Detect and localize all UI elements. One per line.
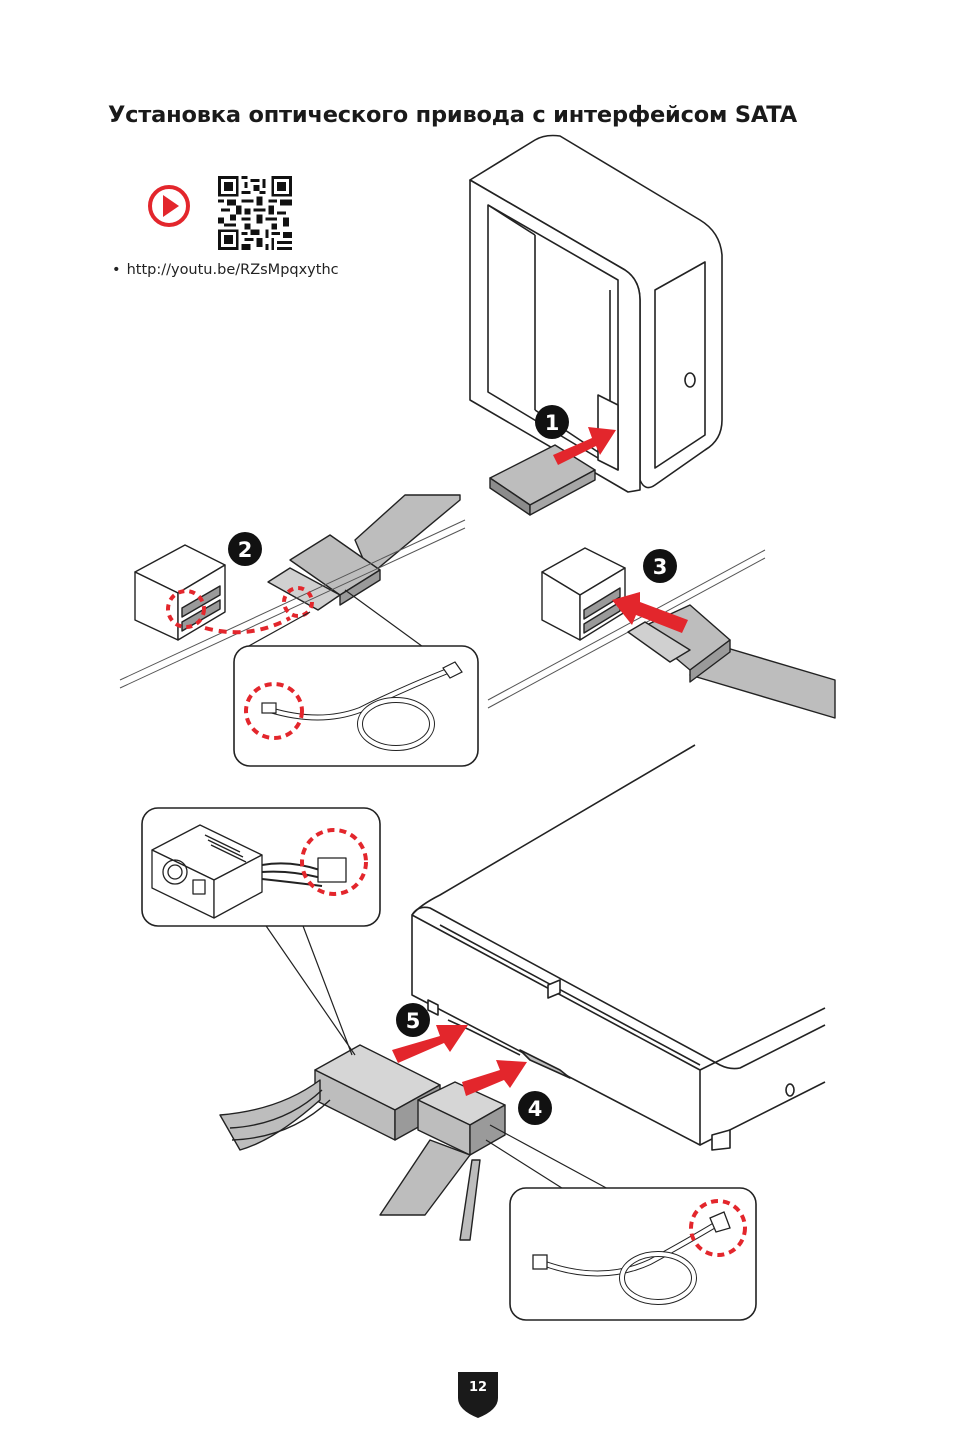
step-number-4: 4 xyxy=(528,1097,543,1121)
optical-drive xyxy=(489,444,596,516)
optical-drive-large xyxy=(411,744,830,1151)
rail-2 xyxy=(119,519,466,689)
highlight-2b xyxy=(282,586,314,618)
highlight-2a xyxy=(166,589,206,629)
sata-port-block-3 xyxy=(541,547,626,641)
sata-port-block-2 xyxy=(134,544,226,641)
psu-unit xyxy=(151,824,347,919)
highlight-4 xyxy=(689,1199,747,1257)
play-icon[interactable] xyxy=(146,183,192,229)
cable-loop-2 xyxy=(261,661,463,751)
video-url: http://youtu.be/RZsMpqxythc xyxy=(126,262,339,278)
step-number-5: 5 xyxy=(406,1009,421,1033)
dash-path-2 xyxy=(204,616,291,635)
step-badge-2 xyxy=(228,532,262,566)
step-number-2: 2 xyxy=(238,538,253,562)
cable-loop-4 xyxy=(532,1211,731,1305)
callout-cable-2 xyxy=(233,645,479,767)
step-badge-3 xyxy=(643,549,677,583)
qr-code xyxy=(218,176,292,250)
video-link[interactable]: • http://youtu.be/RZsMpqxythc xyxy=(112,262,339,278)
step-badges: 1 2 3 4 5 xyxy=(228,405,677,1125)
sata-power-connector xyxy=(379,1081,506,1241)
pc-case xyxy=(469,134,723,493)
page-title: Установка оптического привода с интерфей… xyxy=(108,102,797,128)
arrow-3 xyxy=(612,592,688,633)
arrow-5 xyxy=(392,1025,468,1063)
step-number-3: 3 xyxy=(653,555,668,579)
arrow-1 xyxy=(553,427,616,465)
step-badge-4 xyxy=(518,1091,552,1125)
step-badge-5 xyxy=(396,1003,430,1037)
rail-3 xyxy=(487,549,766,709)
arrow-4 xyxy=(462,1060,527,1096)
page-number-badge xyxy=(458,1372,498,1418)
step-badge-1 xyxy=(535,405,569,439)
bullet: • xyxy=(112,262,121,278)
highlight-psu xyxy=(300,828,368,896)
page-number: 12 xyxy=(468,1380,488,1395)
highlight-2c xyxy=(244,682,304,740)
power-connector xyxy=(219,1044,441,1151)
step-number-1: 1 xyxy=(545,411,560,435)
sata-cable-step2 xyxy=(267,494,461,611)
